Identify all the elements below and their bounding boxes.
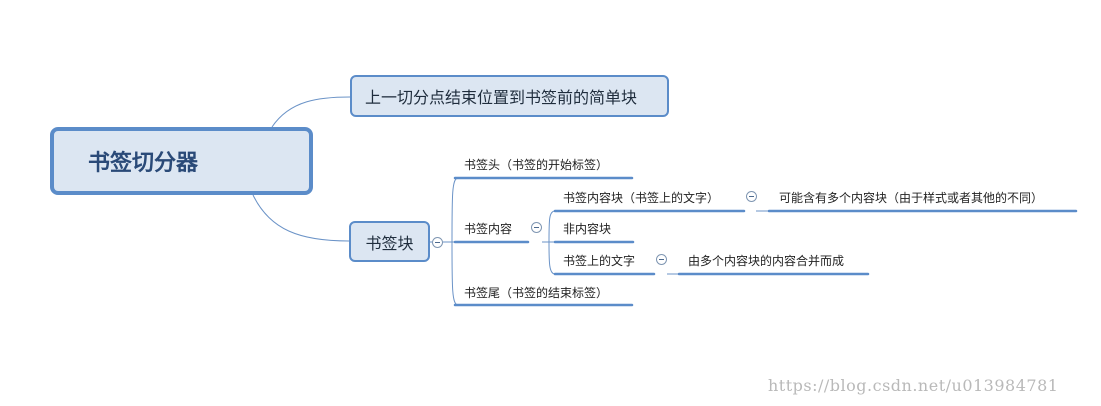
root-node-label: 书签切分器: [88, 151, 199, 176]
connector-root-block: [252, 194, 350, 242]
leaf-bookmark-content[interactable]: 书签内容: [464, 222, 513, 236]
collapse-bookmark-content-icon[interactable]: [531, 222, 542, 233]
connector-to-bookmark-text: [548, 241, 556, 275]
node-simple-block-label: 上一切分点结束位置到书签前的简单块: [365, 88, 638, 107]
connector-to-content-block: [548, 210, 556, 243]
collapse-bookmark-text-icon[interactable]: [656, 254, 667, 265]
root-node[interactable]: 书签切分器: [50, 127, 313, 195]
collapse-content-block-icon[interactable]: [746, 191, 757, 202]
connector-to-head: [451, 177, 459, 243]
node-bookmark-block[interactable]: 书签块: [349, 221, 430, 262]
leaf-bookmark-tail[interactable]: 书签尾（书签的结束标签）: [464, 286, 609, 300]
leaf-bookmark-text-detail[interactable]: 由多个内容块的内容合并而成: [688, 254, 845, 268]
leaf-bookmark-head[interactable]: 书签头（书签的开始标签）: [464, 158, 609, 172]
connector-to-tail: [451, 241, 459, 306]
connector-root-top: [271, 96, 351, 128]
leaf-content-block-detail[interactable]: 可能含有多个内容块（由于样式或者其他的不同）: [779, 191, 1044, 205]
node-simple-block[interactable]: 上一切分点结束位置到书签前的简单块: [350, 75, 669, 117]
node-bookmark-block-label: 书签块: [365, 233, 414, 253]
leaf-bookmark-text[interactable]: 书签上的文字: [563, 254, 636, 268]
leaf-non-content-block[interactable]: 非内容块: [563, 222, 612, 236]
watermark-text: https://blog.csdn.net/u013984781: [768, 376, 1059, 395]
collapse-bookmark-block-icon[interactable]: [432, 237, 443, 248]
leaf-content-block[interactable]: 书签内容块（书签上的文字）: [563, 191, 720, 205]
